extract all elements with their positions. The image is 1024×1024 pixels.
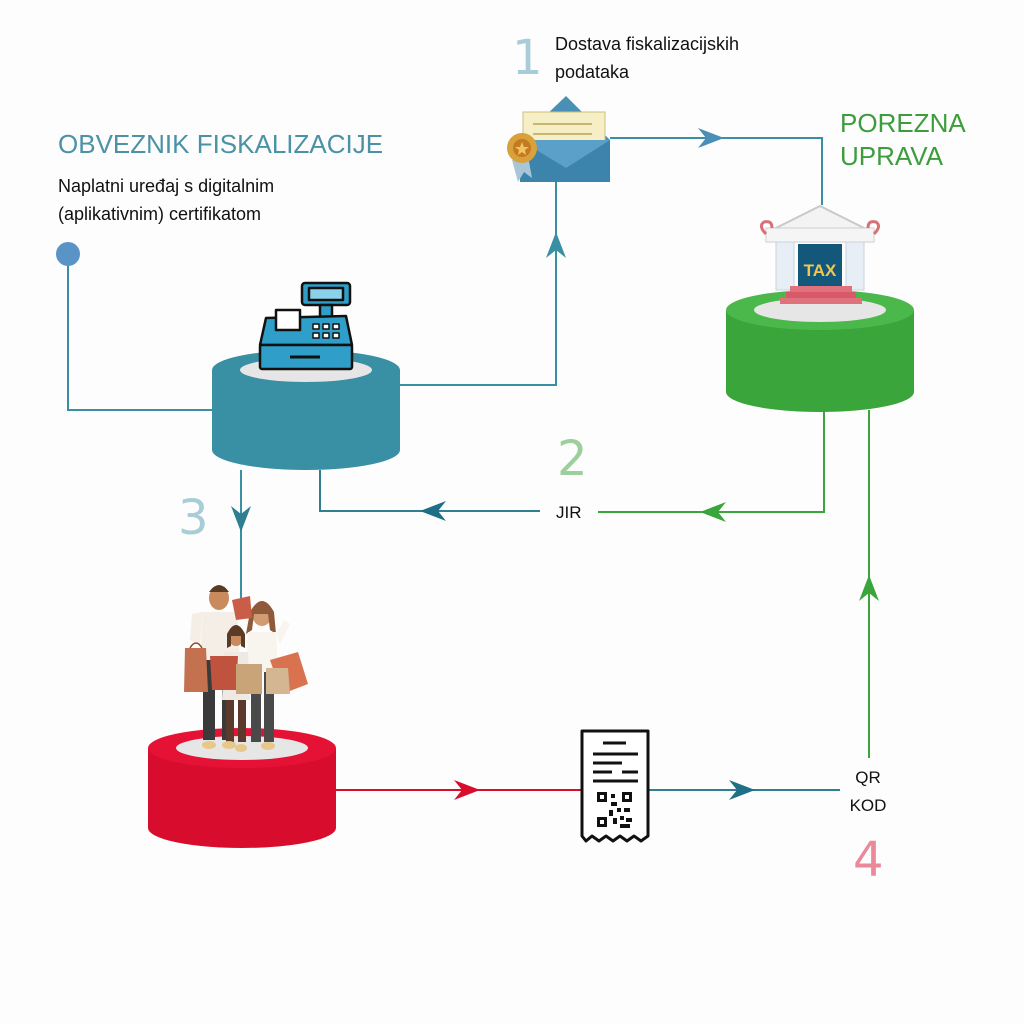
porezna-cylinder <box>726 290 914 412</box>
cash-register-icon <box>258 281 354 371</box>
shoppers-family-icon <box>184 585 308 752</box>
line-start-to-register <box>67 254 212 411</box>
obveznik-title: OBVEZNIK FISKALIZACIJE <box>58 129 383 159</box>
qr-label-line1: QR <box>855 768 881 787</box>
line-envelope-to-tax <box>610 137 823 205</box>
obveznik-description-line2: (aplikativnim) certifikatom <box>58 204 261 224</box>
line-jir-to-register <box>319 470 540 512</box>
customers-cylinder <box>148 728 336 848</box>
arrow-left-jir-green <box>700 502 726 522</box>
arrow-left-jir-teal <box>420 501 446 521</box>
step1-label-line2: podataka <box>555 62 630 82</box>
arrow-right-to-qr <box>729 780 755 800</box>
porezna-title-line1: POREZNA <box>840 108 966 138</box>
jir-label: JIR <box>556 503 582 522</box>
step2-number: 2 <box>557 431 588 487</box>
tax-badge-text: TAX <box>804 261 837 280</box>
line-register-to-envelope <box>398 178 557 386</box>
envelope-certificate-icon <box>507 96 610 182</box>
arrow-up-to-tax <box>859 575 879 601</box>
connector-lines <box>67 137 870 791</box>
step1-label-line1: Dostava fiskalizacijskih <box>555 34 739 54</box>
tax-building-icon <box>759 204 881 304</box>
arrow-up-to-envelope <box>546 232 566 258</box>
qr-label-line2: KOD <box>850 796 887 815</box>
arrowheads <box>231 128 879 800</box>
qr-receipt-icon <box>580 729 650 843</box>
step3-number: 3 <box>178 490 209 546</box>
line-tax-to-jir <box>598 410 825 513</box>
arrow-right-to-receipt <box>454 780 480 800</box>
arrow-right-to-tax <box>698 128 724 148</box>
arrow-down-to-customers <box>231 506 251 532</box>
step4-number: 4 <box>853 832 884 888</box>
porezna-title-line2: UPRAVA <box>840 141 944 171</box>
step1-number: 1 <box>512 30 543 86</box>
obveznik-description-line1: Naplatni uređaj s digitalnim <box>58 176 274 196</box>
start-dot-icon <box>56 242 80 266</box>
